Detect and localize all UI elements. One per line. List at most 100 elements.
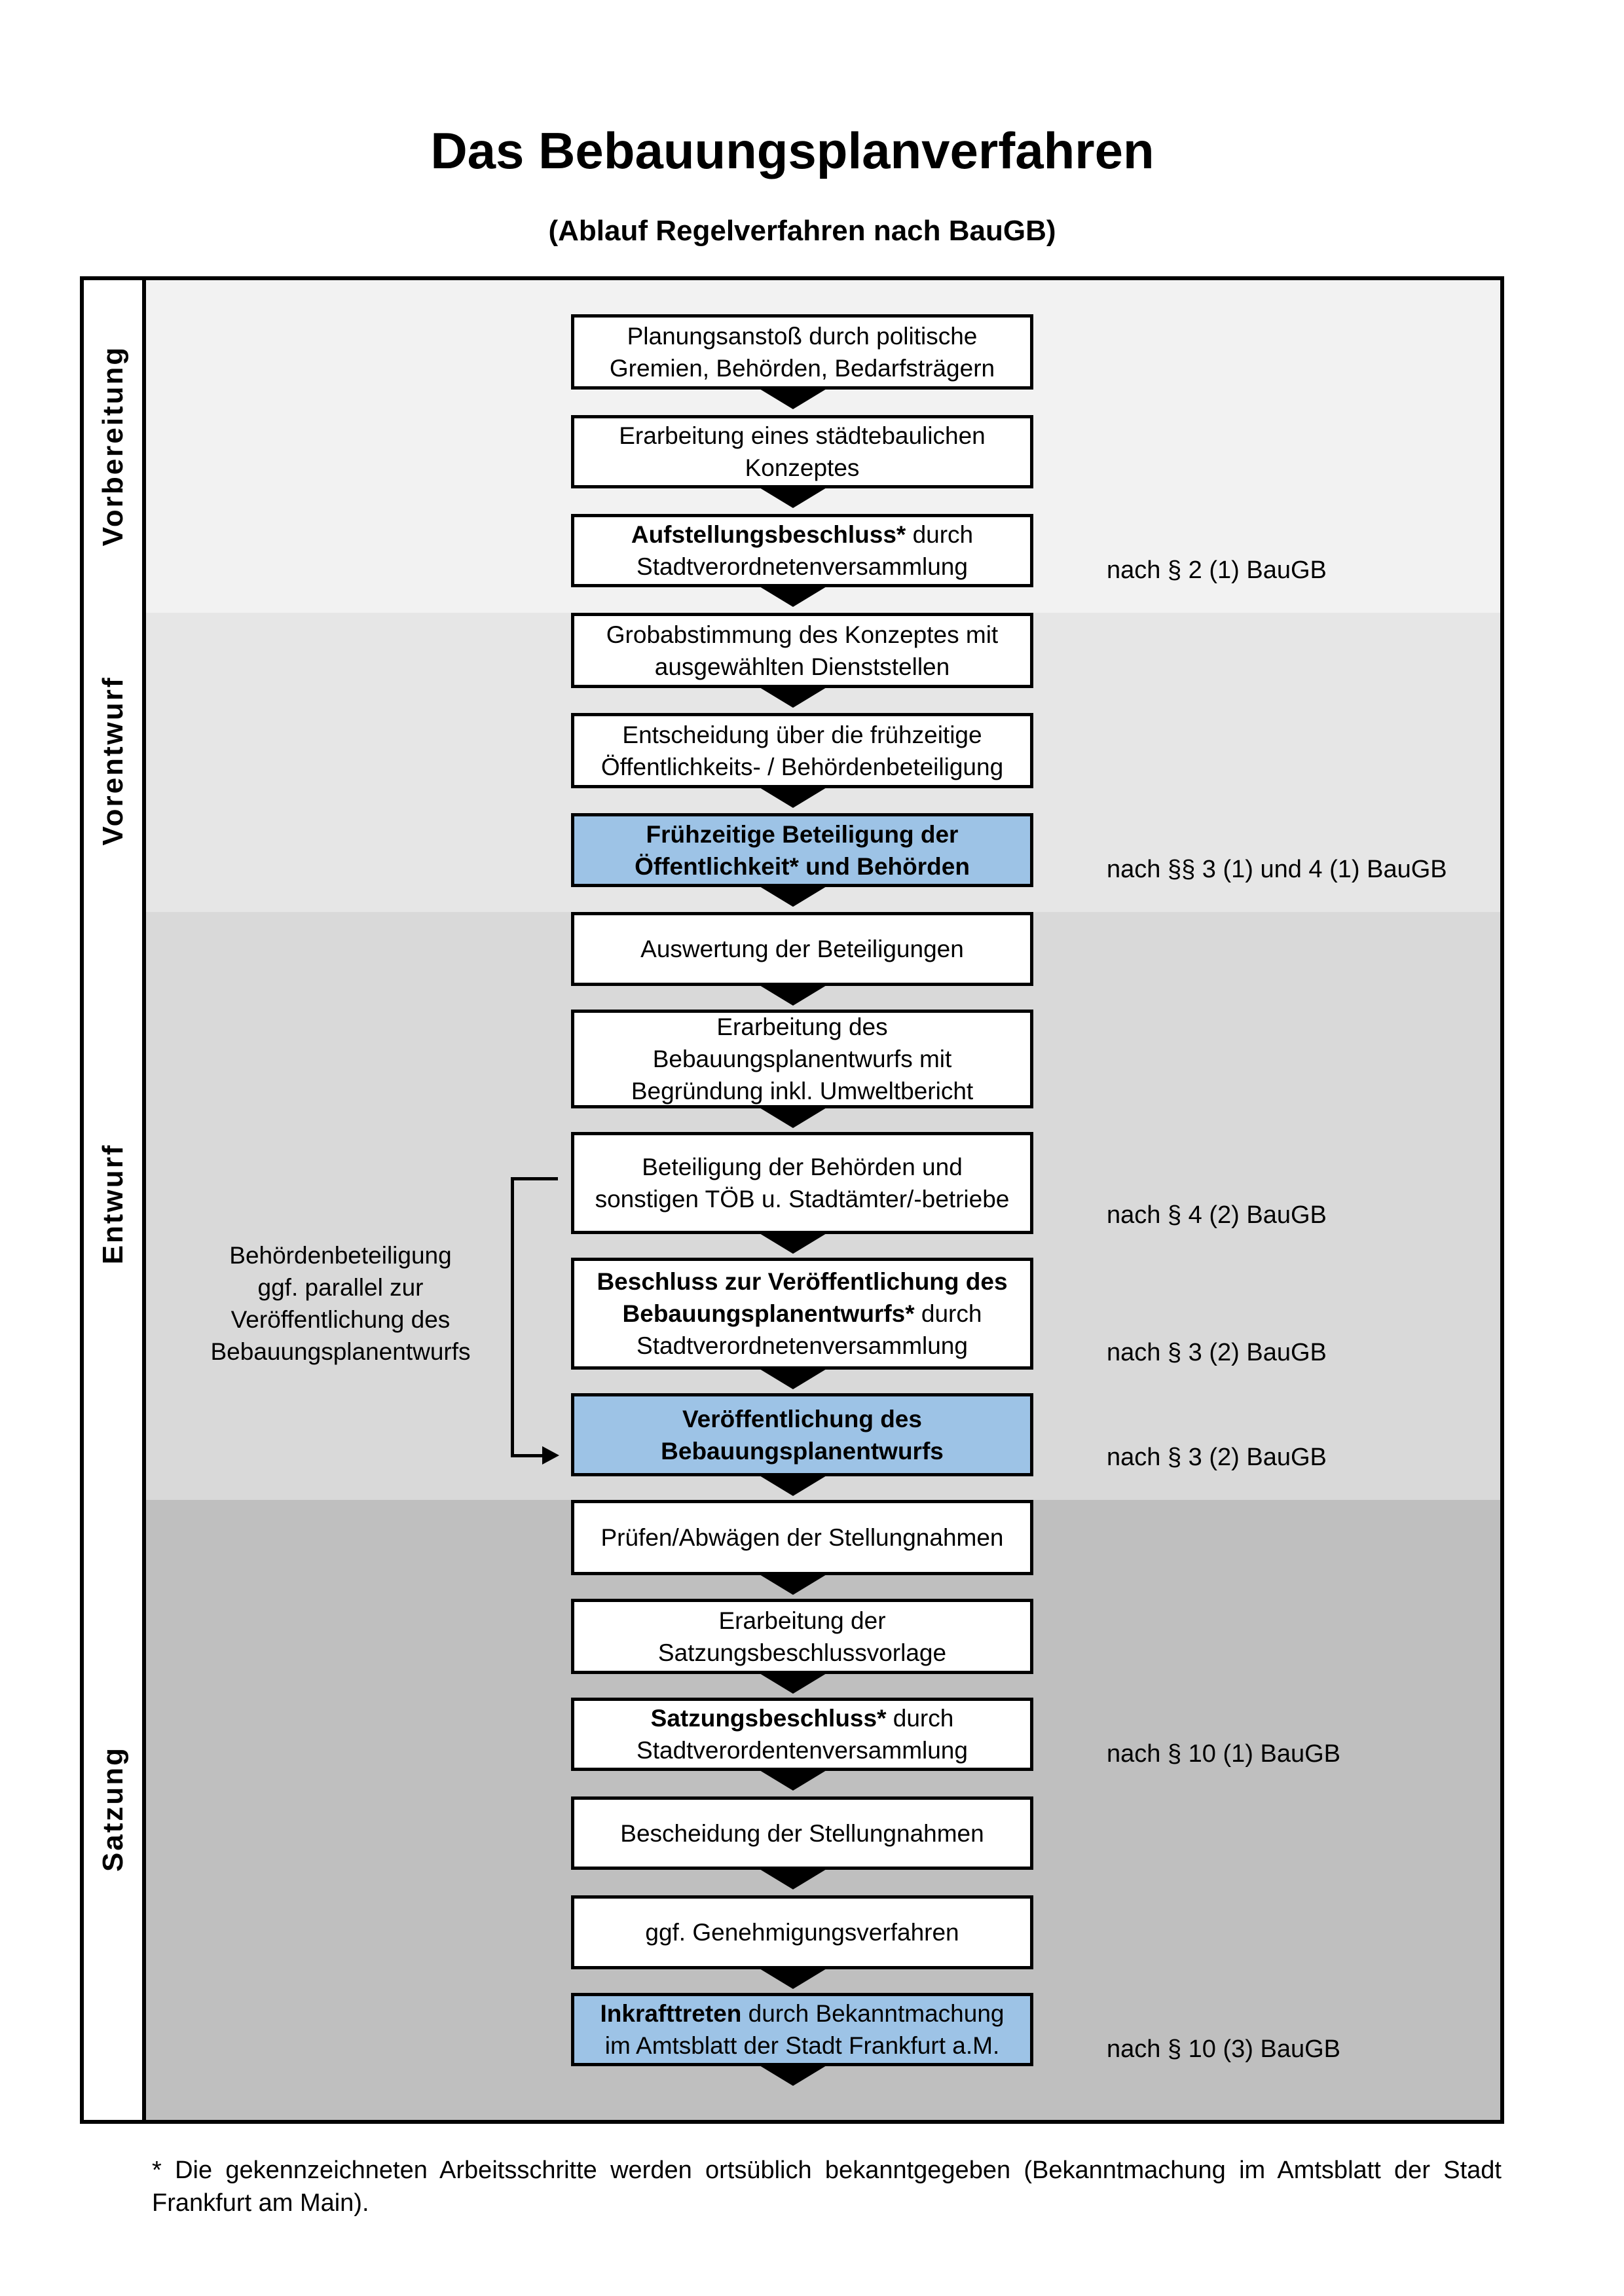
process-step-line: Begründung inkl. Umweltbericht: [631, 1075, 973, 1107]
side-note: Behördenbeteiligung ggf. parallel zur Ve…: [183, 1239, 498, 1368]
process-step-line: Inkrafttreten durch Bekanntmachung: [600, 1997, 1005, 2030]
process-step-line: sonstigen TÖB u. Stadtämter/-betriebe: [595, 1183, 1010, 1215]
step-text: Konzeptes: [745, 454, 860, 481]
step-text: Satzungsbeschlussvorlage: [657, 1639, 947, 1666]
bracket-connector-bottom: [511, 1454, 545, 1457]
step-text: durch: [914, 1300, 982, 1327]
step-text-bold: Frühzeitige Beteiligung der: [646, 820, 959, 848]
arrow-down-icon: [756, 1231, 830, 1254]
side-note-line: Behördenbeteiligung: [229, 1242, 452, 1269]
process-step-line: Bebauungsplanentwurfs* durch: [623, 1298, 982, 1330]
page-subtitle: (Ablauf Regelverfahren nach BauGB): [548, 215, 1056, 247]
arrow-down-icon: [756, 585, 830, 607]
arrow-down-icon: [756, 387, 830, 409]
arrow-down-icon: [756, 1671, 830, 1694]
step-text: Prüfen/Abwägen der Stellungnahmen: [600, 1524, 1004, 1551]
process-step-line: Aufstellungsbeschluss* durch: [631, 519, 973, 551]
process-step-line: Beschluss zur Veröffentlichung des: [597, 1266, 1007, 1298]
step-text-bold: Inkrafttreten: [600, 2000, 742, 2027]
process-step-line: Erarbeitung eines städtebaulichen: [619, 420, 986, 452]
arrow-down-icon: [756, 1573, 830, 1595]
bracket-connector-top: [511, 1177, 558, 1180]
process-step-line: ausgewählten Dienststellen: [655, 651, 950, 683]
process-step: Beteiligung der Behörden und sonstigen TÖ…: [571, 1132, 1033, 1234]
process-step-line: Erarbeitung des: [716, 1011, 887, 1043]
step-text: Öffentlichkeits- / Behördenbeteiligung: [600, 753, 1004, 780]
process-step-line: Frühzeitige Beteiligung der: [646, 818, 959, 850]
step-text: Begründung inkl. Umweltbericht: [631, 1078, 974, 1104]
step-text-bold: Bebauungsplanentwurfs*: [622, 1300, 915, 1327]
process-step-line: Stadtverordnetenversammlung: [637, 1330, 968, 1362]
step-text: Grobabstimmung des Konzeptes mit: [606, 621, 999, 648]
step-text-bold: Öffentlichkeit* und Behörden: [635, 852, 970, 880]
arrow-down-icon: [756, 685, 830, 708]
arrow-down-icon: [756, 1867, 830, 1889]
process-step-line: Bebauungsplanentwurfs: [661, 1435, 944, 1467]
legal-reference: nach § 3 (2) BauGB: [1107, 1339, 1327, 1366]
process-step-line: ggf. Genehmigungsverfahren: [645, 1916, 959, 1948]
arrow-right-icon: [542, 1446, 559, 1465]
process-step-line: Planungsanstoß durch politische: [627, 320, 978, 352]
step-text: sonstigen TÖB u. Stadtämter/-betriebe: [595, 1186, 1010, 1212]
process-step: Bescheidung der Stellungnahmen: [571, 1796, 1033, 1870]
process-step-line: Öffentlichkeit* und Behörden: [635, 850, 970, 883]
legal-reference: nach § 10 (1) BauGB: [1107, 1740, 1340, 1768]
step-text-bold: Bebauungsplanentwurfs: [661, 1437, 944, 1465]
arrow-down-icon: [756, 786, 830, 808]
arrow-down-icon: [756, 1367, 830, 1389]
step-text: Bebauungsplanentwurfs mit: [652, 1046, 952, 1072]
step-text-bold: Beschluss zur Veröffentlichung des: [597, 1268, 1008, 1295]
arrow-down-icon: [756, 983, 830, 1006]
process-step-line: Stadtverordnetenversammlung: [637, 551, 968, 583]
process-step-line: Öffentlichkeits- / Behördenbeteiligung: [601, 751, 1003, 783]
step-text: Entscheidung über die frühzeitige: [622, 721, 982, 748]
process-step-line: Stadtverordentenversammlung: [637, 1734, 968, 1766]
arrow-down-icon: [756, 486, 830, 508]
step-text-bold: Veröffentlichung des: [682, 1405, 922, 1432]
phase-label-vorbereitung: Vorbereitung: [80, 276, 146, 615]
process-step-line: Prüfen/Abwägen der Stellungnahmen: [600, 1522, 1003, 1554]
process-step-line: Konzeptes: [745, 452, 860, 484]
process-step-line: Beteiligung der Behörden und: [642, 1151, 963, 1183]
arrow-down-icon: [756, 1106, 830, 1128]
process-step-line: Gremien, Behörden, Bedarfsträgern: [610, 352, 995, 384]
step-text: Auswertung der Beteiligungen: [640, 936, 964, 962]
step-text: Erarbeitung des: [716, 1013, 888, 1040]
step-text: im Amtsblatt der Stadt Frankfurt a.M.: [604, 2032, 1000, 2059]
legal-reference: nach §§ 3 (1) und 4 (1) BauGB: [1107, 856, 1447, 883]
step-text: Erarbeitung eines städtebaulichen: [619, 422, 986, 449]
legal-reference: nach § 3 (2) BauGB: [1107, 1444, 1327, 1471]
process-step-line: Bebauungsplanentwurfs mit: [653, 1043, 952, 1075]
arrow-down-icon: [756, 2064, 830, 2086]
step-text: Planungsanstoß durch politische: [627, 322, 978, 350]
step-text-bold: Satzungsbeschluss*: [650, 1705, 887, 1732]
footnote: * Die gekennzeichneten Arbeitsschritte w…: [152, 2157, 1502, 2217]
bracket-connector-line: [511, 1177, 514, 1457]
step-text: Stadtverordnetenversammlung: [637, 553, 968, 580]
side-note-line: Bebauungsplanentwurfs: [210, 1338, 471, 1365]
process-step-line: Grobabstimmung des Konzeptes mit: [606, 619, 998, 651]
arrow-down-icon: [756, 884, 830, 907]
step-text: durch: [906, 521, 974, 548]
process-step: Prüfen/Abwägen der Stellungnahmen: [571, 1500, 1033, 1575]
arrow-down-icon: [756, 1768, 830, 1791]
step-text: Bescheidung der Stellungnahmen: [620, 1819, 984, 1847]
step-text: ausgewählten Dienststellen: [654, 653, 950, 680]
process-step-line: Satzungsbeschluss* durch: [651, 1702, 954, 1734]
process-step-line: Bescheidung der Stellungnahmen: [620, 1817, 984, 1850]
process-step-line: Satzungsbeschlussvorlage: [658, 1637, 946, 1669]
process-step: Auswertung der Beteiligungen: [571, 912, 1033, 986]
process-step: Grobabstimmung des Konzeptes mit ausgewäh…: [571, 613, 1033, 688]
process-step-line: Erarbeitung der: [718, 1605, 885, 1637]
step-text: Gremien, Behörden, Bedarfsträgern: [609, 354, 995, 382]
side-note-line: ggf. parallel zur: [257, 1274, 424, 1301]
process-step-line: im Amtsblatt der Stadt Frankfurt a.M.: [605, 2030, 999, 2062]
diagram-frame: [80, 276, 1504, 2124]
step-text: durch Bekanntmachung: [741, 2000, 1005, 2027]
